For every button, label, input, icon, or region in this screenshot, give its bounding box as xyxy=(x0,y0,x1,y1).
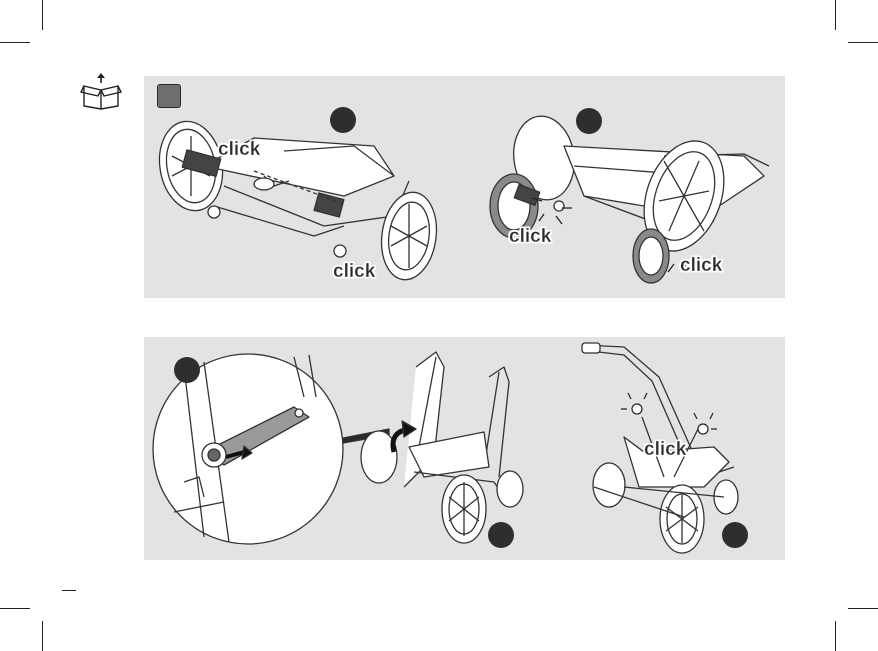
step-indicator-square xyxy=(157,84,181,108)
step-dot-icon xyxy=(722,522,748,548)
step-dot-icon xyxy=(576,108,602,134)
crop-mark xyxy=(42,621,43,651)
crop-mark xyxy=(848,42,878,43)
crop-mark xyxy=(0,42,30,43)
click-label: click xyxy=(218,140,260,159)
crop-mark xyxy=(0,608,30,609)
step-dot-icon xyxy=(488,522,514,548)
click-label: click xyxy=(333,262,375,281)
page-mark xyxy=(62,590,76,591)
stroller-unfold-illustration xyxy=(144,337,785,560)
illustration-panel-bottom: click xyxy=(144,337,785,560)
crop-mark xyxy=(42,0,43,30)
crop-mark xyxy=(835,621,836,651)
click-label: click xyxy=(509,227,551,246)
step-dot-icon xyxy=(330,107,356,133)
illustration-panel-top: click click click click xyxy=(144,76,785,298)
crop-mark xyxy=(835,0,836,30)
box-with-arrow-up-icon xyxy=(80,72,122,110)
crop-mark xyxy=(848,608,878,609)
step-dot-icon xyxy=(174,357,200,383)
click-label: click xyxy=(680,256,722,275)
click-label: click xyxy=(644,440,686,459)
